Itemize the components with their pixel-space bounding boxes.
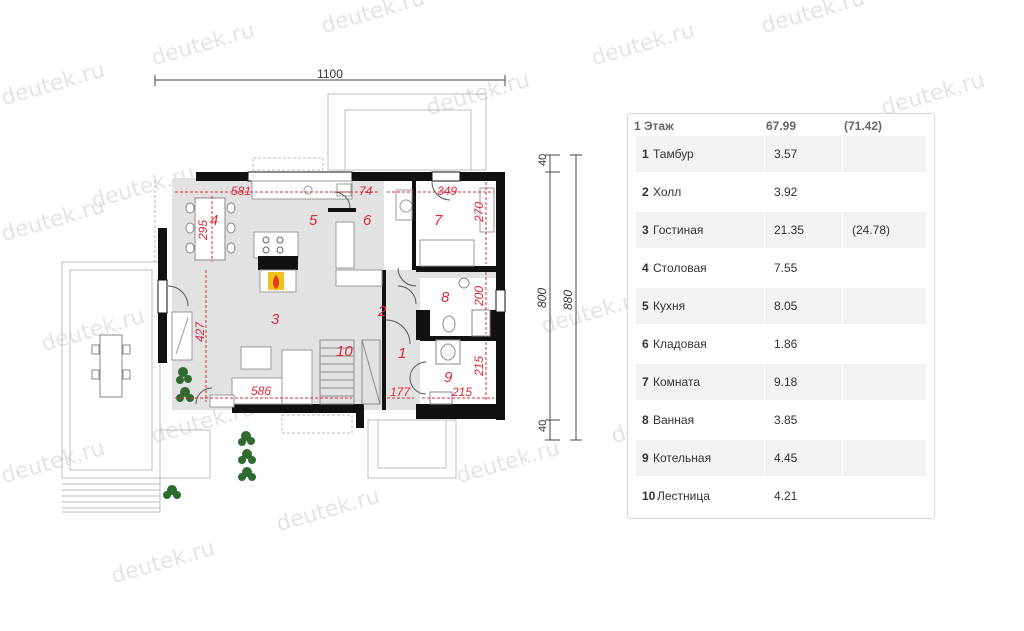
room-area: 4.45 [774,451,798,465]
table-row: 10 Лестница 4.21 [636,478,926,514]
floor-area-total: (71.42) [844,119,883,133]
room-number-7: 7 [434,212,443,229]
room-number-10: 10 [336,343,353,360]
room-name: Ванная [653,413,695,427]
room-number: 4 [642,261,649,275]
room-number-8: 8 [441,289,450,306]
room-number-9: 9 [444,369,453,386]
top-porch [252,93,487,171]
floor-label: 1 Этаж [634,119,674,133]
room-name: Столовая [653,261,707,275]
room-area: 3.57 [774,147,798,161]
terrace [61,261,211,513]
room-area: 7.55 [774,261,798,275]
table-row: 1 Тамбур 3.57 [636,136,926,172]
stairs [319,339,381,405]
room-area: 8.05 [774,299,798,313]
room-number: 9 [642,451,649,465]
table-row: 4 Столовая 7.55 [636,250,926,286]
dim-270: 270 [472,202,486,223]
room-name: Котельная [653,451,712,465]
dim-427: 427 [193,321,207,342]
room-name: Комната [653,375,700,389]
room-number: 6 [642,337,649,351]
table-row: 3 Гостиная 21.35 (24.78) [636,212,926,248]
dim-offset-bottom: 40 [537,420,549,432]
room-number-1: 1 [398,345,406,362]
dim-295: 295 [196,220,210,241]
terrace-table [91,334,131,398]
dim-581: 581 [231,184,251,198]
room-number-6: 6 [363,212,372,229]
room-number-5: 5 [309,212,318,229]
room-number-2: 2 [377,303,387,320]
room-name: Кухня [653,299,686,313]
dim-offset-top: 40 [537,154,549,166]
dim-overall-width: 1100 [317,67,343,81]
plants [163,367,256,499]
dim-586: 586 [251,384,271,398]
outer-dimension-lines [154,75,582,441]
table-row: 5 Кухня 8.05 [636,288,926,324]
fireplace [258,256,298,293]
table-row: 8 Ванная 3.85 [636,402,926,438]
kitchen-island [253,231,299,259]
floor-area: 67.99 [766,119,797,133]
room-area: 9.18 [774,375,798,389]
table-row: 9 Котельная 4.45 [636,440,926,476]
room-number-3: 3 [271,311,280,328]
room-7-furniture [395,187,495,267]
room-area: 21.35 [774,223,805,237]
dim-215-horizontal: 215 [451,385,472,399]
dining-table [185,197,236,261]
room-area-extra: (24.78) [852,223,891,237]
bottom-porch [281,414,457,479]
room-name: Кладовая [653,337,707,351]
dim-349: 349 [437,184,457,198]
room-area: 3.85 [774,413,798,427]
dim-177: 177 [390,385,411,399]
room-name: Холл [653,185,682,199]
room-name: Лестница [657,489,710,503]
room-number: 1 [642,147,649,161]
room-number: 3 [642,223,649,237]
dim-200: 200 [472,286,486,307]
room-number: 5 [642,299,649,313]
dim-215-vertical: 215 [472,356,486,377]
room-area: 4.21 [774,489,798,503]
table-header: 1 Этаж 67.99 (71.42) [628,114,934,136]
room-number: 2 [642,185,649,199]
dim-depth-outer: 880 [561,290,575,310]
room-number: 8 [642,413,649,427]
room-area-table: 1 Этаж 67.99 (71.42) 1 Тамбур 3.57 2 Хол… [627,113,935,519]
dim-74: 74 [359,184,373,198]
table-row: 7 Комната 9.18 [636,364,926,400]
inner-dimension-lines [175,182,494,402]
dim-depth-inner: 800 [535,288,549,308]
floor-plan: 1100 40 800 40 880 581 74 349 270 295 42… [61,67,582,513]
room-number: 10 [642,489,656,503]
table-row: 6 Кладовая 1.86 [636,326,926,362]
room-area: 1.86 [774,337,798,351]
watermark: deutek.ru [758,0,868,40]
table-row: 2 Холл 3.92 [636,174,926,210]
room-name: Тамбур [653,147,694,161]
room-area: 3.92 [774,185,798,199]
room-number: 7 [642,375,649,389]
room-name: Гостиная [653,223,704,237]
room-number-4: 4 [210,212,218,229]
